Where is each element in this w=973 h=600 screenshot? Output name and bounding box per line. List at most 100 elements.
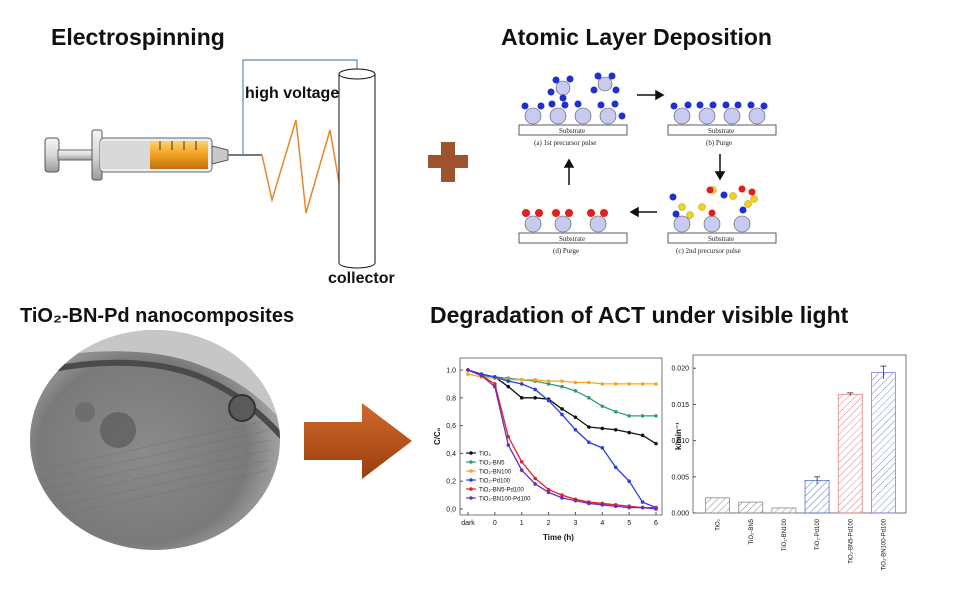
data-point xyxy=(560,379,564,383)
legend-marker xyxy=(469,496,473,500)
data-point xyxy=(560,412,564,417)
data-point xyxy=(600,404,605,408)
data-point xyxy=(640,433,645,438)
data-point xyxy=(640,500,645,504)
data-point xyxy=(546,382,551,386)
high-voltage-label: high voltage xyxy=(245,85,340,102)
data-point xyxy=(506,434,511,439)
data-point xyxy=(587,425,591,429)
bar xyxy=(705,497,730,514)
x-tick-label: 5 xyxy=(627,520,631,527)
data-point xyxy=(493,375,497,379)
voltage-wire xyxy=(242,59,358,155)
data-point xyxy=(519,459,524,464)
y-tick-label: 0.010 xyxy=(671,438,689,445)
collector-cylinder xyxy=(338,68,376,269)
data-point xyxy=(506,379,511,383)
data-point xyxy=(613,465,618,470)
legend-marker xyxy=(469,460,473,464)
bar-chart-ylabel: k/min⁻¹ xyxy=(674,422,683,450)
electrospinning-title: Electrospinning xyxy=(51,24,225,50)
plus-icon xyxy=(428,142,468,182)
ald-step-a: (a) 1st precursor pulse xyxy=(534,139,596,147)
data-point xyxy=(466,368,470,372)
data-point xyxy=(573,427,578,432)
legend-entry: TiO₂-BN5 xyxy=(479,461,505,467)
category-label: TiO₂-Pd100 xyxy=(815,518,821,550)
x-tick-label: 1 xyxy=(520,520,524,527)
data-point xyxy=(560,407,564,411)
data-point xyxy=(493,384,497,389)
data-point xyxy=(573,498,578,503)
data-point xyxy=(546,487,551,492)
data-point xyxy=(613,409,618,414)
data-point xyxy=(493,382,497,386)
data-point xyxy=(587,501,591,506)
x-tick-label: 6 xyxy=(654,520,658,527)
data-point xyxy=(654,382,658,386)
data-point xyxy=(587,380,591,385)
data-point xyxy=(546,379,551,383)
substrate-label: Substrate xyxy=(559,127,585,135)
bar xyxy=(871,372,896,514)
y-tick-label: 1,0 xyxy=(446,368,456,375)
substrate-label: Substrate xyxy=(559,235,585,243)
data-point xyxy=(506,443,511,447)
data-point xyxy=(587,440,591,445)
line-chart-xlabel: Time (h) xyxy=(543,533,574,542)
data-point xyxy=(573,380,578,385)
tem-image xyxy=(30,330,280,550)
data-point xyxy=(533,377,537,382)
bar xyxy=(771,507,797,514)
data-point xyxy=(573,415,578,420)
legend-marker xyxy=(469,451,473,455)
y-tick-label: 0.000 xyxy=(671,511,689,518)
category-label: TiO₂-BN5 xyxy=(749,518,755,544)
data-point xyxy=(600,382,605,386)
x-tick-label: 0 xyxy=(493,520,497,527)
y-tick-label: 0.020 xyxy=(671,366,689,373)
x-tick-label: 2 xyxy=(547,520,551,527)
substrate-label: Substrate xyxy=(708,235,734,243)
bar xyxy=(837,393,863,514)
data-point xyxy=(519,377,524,382)
legend-marker xyxy=(469,487,473,491)
data-point xyxy=(533,387,537,392)
data-point xyxy=(519,382,524,386)
legend-entry: TiO₂-Pd100 xyxy=(479,479,511,485)
substrate-label: Substrate xyxy=(708,127,734,135)
data-point xyxy=(533,396,537,400)
data-point xyxy=(654,507,658,511)
y-tick-label: 0,2 xyxy=(446,479,456,486)
y-tick-label: 0,6 xyxy=(446,423,456,430)
legend-entry: TiO₂-BN100-Pd100 xyxy=(479,497,531,503)
category-label: TiO₂-BN100 xyxy=(782,518,788,551)
data-point xyxy=(560,496,564,500)
nanocomposites-title: TiO₂-BN-Pd nanocomposites xyxy=(20,305,295,327)
data-point xyxy=(627,414,631,418)
ald-step-d: (d) Purge xyxy=(553,247,579,255)
data-point xyxy=(546,490,551,495)
collector-label: collector xyxy=(328,270,395,287)
legend-entry: TiO₂-BN100 xyxy=(479,470,512,476)
data-point xyxy=(640,382,645,386)
legend-entry: TiO₂-BN5-Pd100 xyxy=(479,488,524,494)
data-point xyxy=(654,414,658,418)
data-point xyxy=(640,505,645,510)
data-point xyxy=(519,468,524,472)
data-point xyxy=(613,427,618,432)
category-label: TiO₂-BN100-Pd100 xyxy=(881,518,887,570)
data-point xyxy=(627,430,631,435)
ald-title: Atomic Layer Deposition xyxy=(501,24,772,50)
y-tick-label: 0,8 xyxy=(446,395,456,402)
data-point xyxy=(627,505,631,510)
y-tick-label: 0.005 xyxy=(671,474,689,481)
data-point xyxy=(519,396,524,400)
data-point xyxy=(640,414,645,418)
data-point xyxy=(600,503,605,507)
degradation-title: Degradation of ACT under visible light xyxy=(430,302,849,328)
syringe-icon xyxy=(44,129,262,181)
